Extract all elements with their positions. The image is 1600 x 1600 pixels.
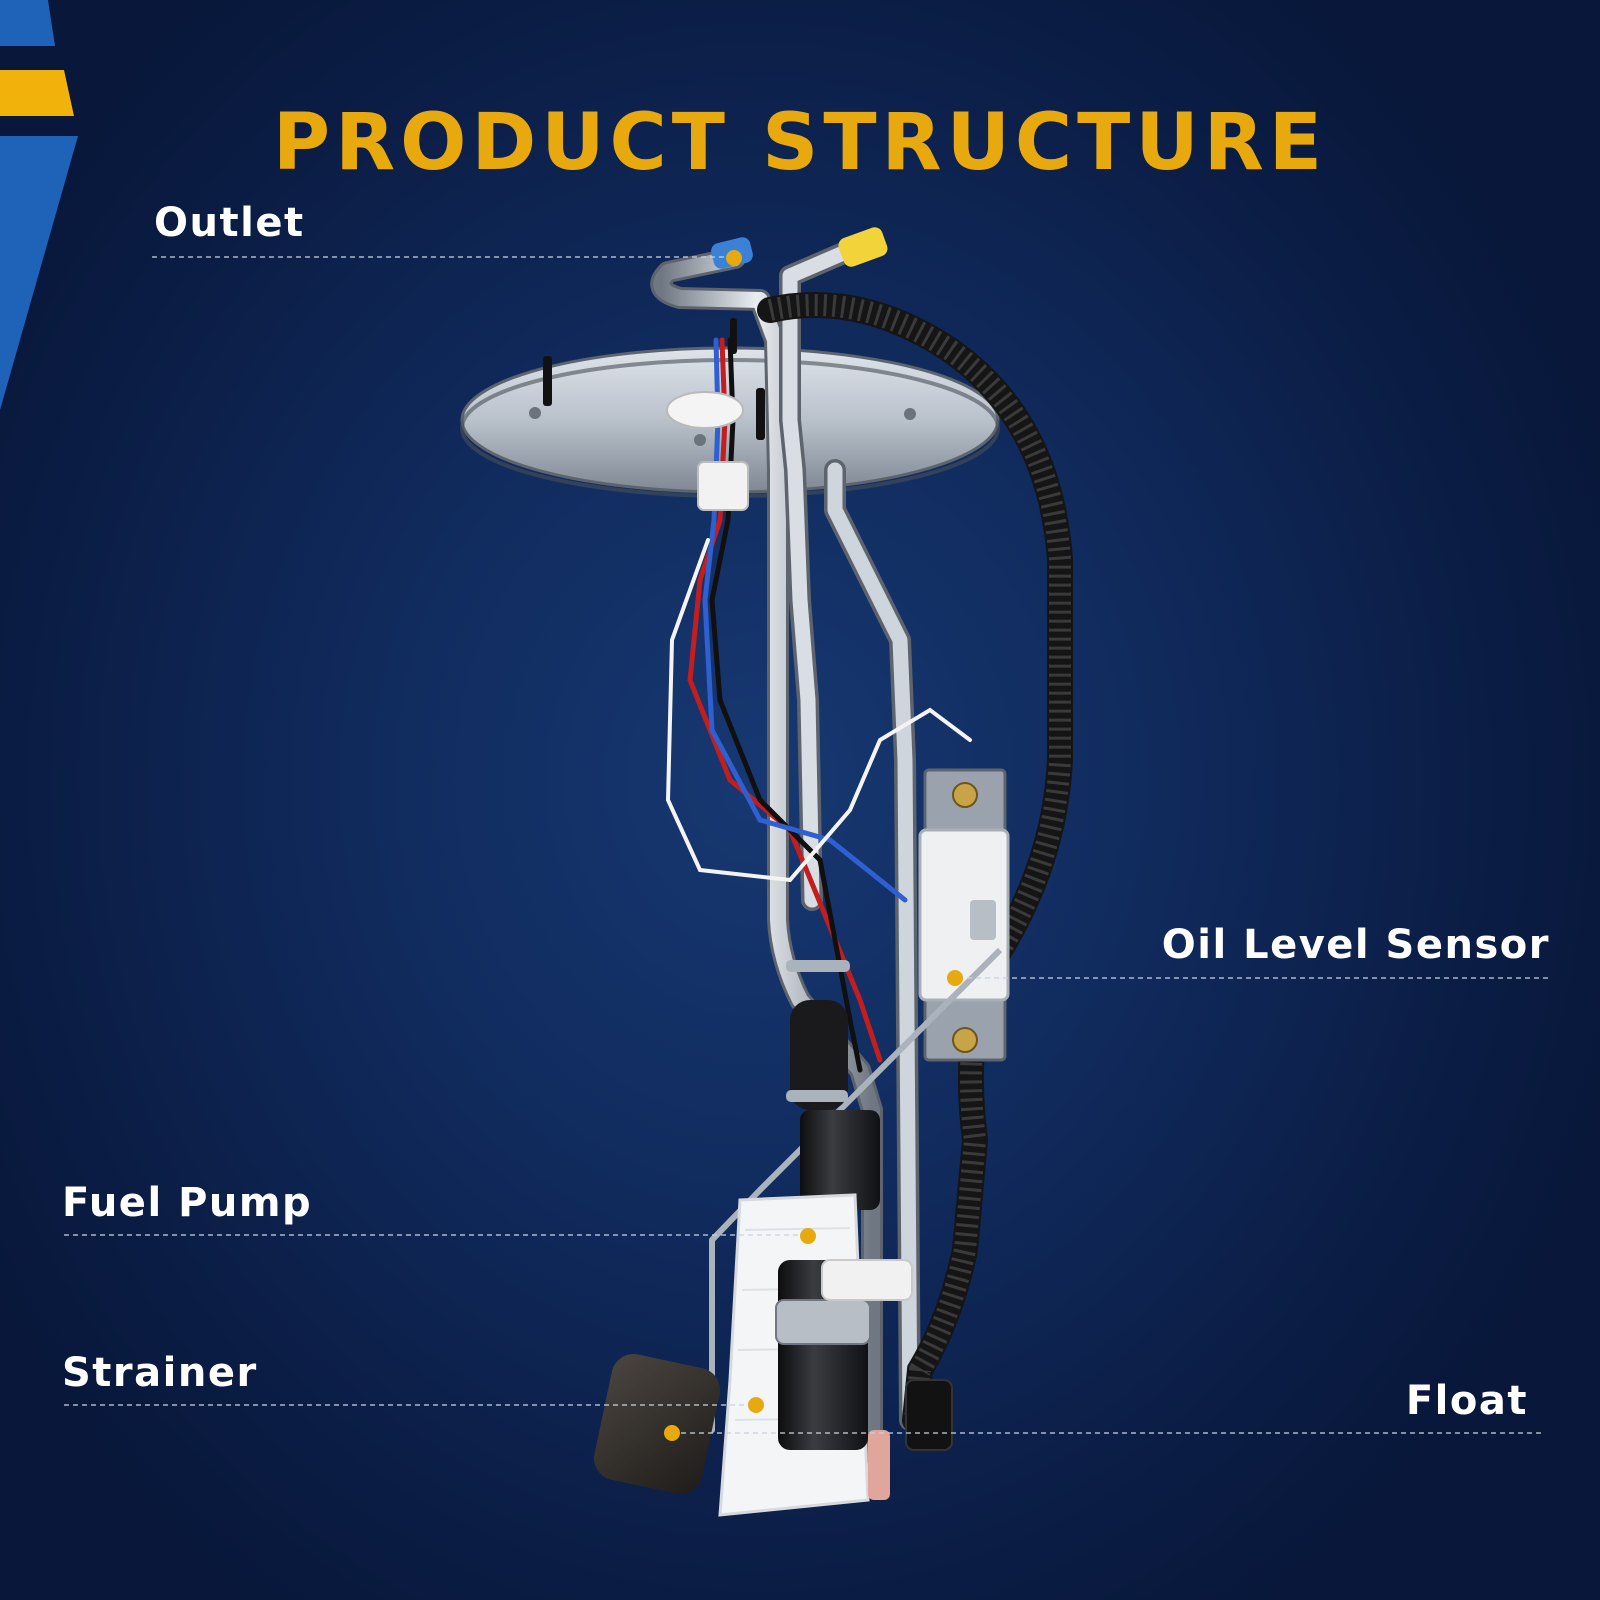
strainer-marker-dot — [748, 1397, 764, 1413]
float-marker-dot — [664, 1425, 680, 1441]
outlet-marker-dot — [726, 250, 742, 266]
vent-stud — [756, 388, 765, 440]
electrical-connector — [666, 391, 744, 429]
oil-level-sensor-body — [918, 828, 1010, 1002]
outlet-cap-yellow — [838, 227, 888, 267]
float-body — [593, 1354, 721, 1494]
oil-level-sensor-label: Oil Level Sensor — [1161, 922, 1550, 968]
fuel-pump-label: Fuel Pump — [62, 1180, 313, 1226]
fuel-line-coupler — [868, 1430, 890, 1500]
corner-stripe-decoration — [0, 0, 78, 410]
vent-stud — [543, 356, 552, 406]
outlet-label: Outlet — [154, 200, 305, 246]
pump-upper-body — [800, 1110, 880, 1210]
pump-clamp — [775, 1299, 871, 1345]
float-label: Float — [1405, 1378, 1528, 1424]
oil-level-sensor-marker-dot — [947, 970, 963, 986]
fuel-pump-marker-dot — [800, 1228, 816, 1244]
fuel-tubes — [650, 237, 921, 1461]
strainer-label: Strainer — [62, 1350, 258, 1396]
page-title: PRODUCT STRUCTURE — [272, 98, 1328, 188]
